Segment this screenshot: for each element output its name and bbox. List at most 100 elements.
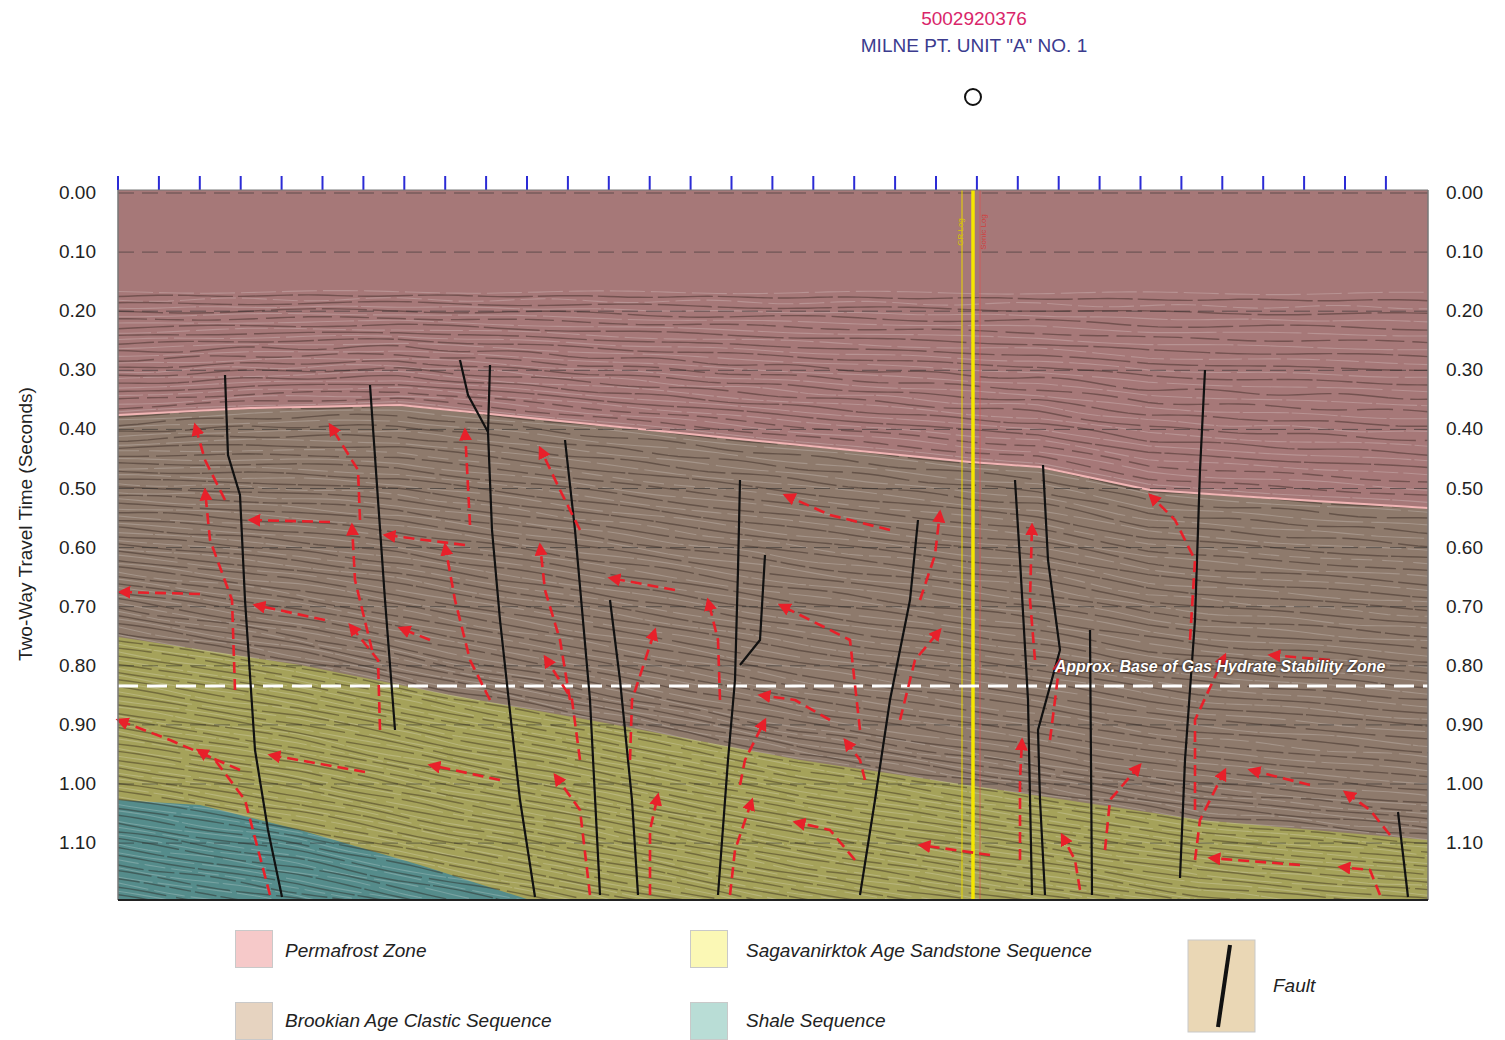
faults: [225, 360, 1408, 897]
shotpoint-tick: [771, 176, 773, 190]
migration-arrow: [205, 490, 235, 690]
seismic-reflector: [118, 855, 1428, 900]
fault-legend-sample: [1188, 940, 1255, 1032]
seismic-reflector: [118, 454, 1428, 571]
seismic-reflector: [118, 797, 1428, 900]
migration-arrow: [900, 630, 940, 720]
seismic-reflector: [118, 799, 1428, 900]
shotpoint-tick: [1017, 176, 1019, 190]
legend-text: Brookian Age Clastic Sequence: [285, 1010, 552, 1032]
fault-line: [718, 480, 740, 895]
well-api-number: 5002920376: [921, 8, 1027, 30]
migration-arrow: [430, 765, 500, 780]
seismic-reflector: [118, 291, 1428, 295]
time-tick-label: 0.40: [1446, 418, 1483, 440]
fault-line: [460, 360, 535, 897]
shotpoint-tick: [240, 176, 242, 190]
seismic-reflector: [118, 644, 1428, 847]
seismic-reflector: [118, 879, 1428, 900]
seismic-reflector: [118, 811, 1428, 900]
hydrate-base-line: [118, 685, 1428, 688]
time-gridline: [118, 429, 1428, 430]
seismic-reflector: [118, 868, 1428, 900]
seismic-reflector: [118, 853, 1428, 900]
migration-arrow: [195, 425, 225, 500]
migration-arrow: [198, 750, 270, 895]
time-gridline: [118, 843, 1428, 844]
migration-arrow: [400, 628, 430, 640]
migration-arrow: [465, 430, 470, 525]
shotpoint-tick: [935, 176, 937, 190]
time-gridlines: [118, 193, 1428, 843]
brookian-fill: [118, 405, 1428, 900]
top-ticks: [118, 176, 1386, 190]
seismic-reflector: [118, 805, 1428, 901]
well-logs: [962, 190, 980, 900]
migration-arrow: [785, 495, 890, 530]
shotpoint-tick: [1344, 176, 1346, 190]
seismic-texture: [118, 291, 1428, 900]
migration-arrow: [330, 425, 360, 520]
time-gridline: [118, 488, 1428, 489]
time-tick-label: 0.10: [1446, 241, 1483, 263]
shotpoint-tick: [853, 176, 855, 190]
migration-arrow: [730, 800, 752, 895]
seismic-reflector: [118, 832, 1428, 900]
migration-arrow: [1250, 770, 1310, 785]
seismic-reflector: [118, 611, 1428, 814]
sagavanirktok-fill: [118, 637, 1428, 900]
permafrost-base: [118, 405, 1428, 508]
migration-arrow: [1340, 867, 1380, 895]
seismic-reflector: [118, 384, 1428, 467]
migration-arrow: [120, 592, 200, 594]
migration-arrow: [445, 545, 490, 700]
shotpoint-tick: [1262, 176, 1264, 190]
shotpoint-tick: [812, 176, 814, 190]
shotpoint-tick: [362, 176, 364, 190]
migration-arrow: [555, 775, 590, 895]
seismic-reflector: [118, 865, 1428, 900]
shotpoint-tick: [526, 176, 528, 190]
time-tick-label: 0.50: [59, 478, 96, 500]
log-label: GR Log: [956, 218, 965, 246]
time-tick-label: 0.20: [59, 300, 96, 322]
time-tick-label: 0.30: [1446, 359, 1483, 381]
migration-arrow: [920, 845, 990, 855]
shotpoint-tick: [690, 176, 692, 190]
seismic-reflector: [118, 883, 1428, 900]
time-tick-label: 0.20: [1446, 300, 1483, 322]
migration-arrow: [1105, 765, 1140, 850]
time-tick-label: 0.00: [59, 182, 96, 204]
shotpoint-tick: [1099, 176, 1101, 190]
seismic-reflector: [118, 346, 1428, 400]
time-gridline: [118, 784, 1428, 785]
seismic-reflector: [118, 773, 1428, 900]
shotpoint-tick: [403, 176, 405, 190]
shotpoint-tick: [649, 176, 651, 190]
legend-swatch: [235, 1002, 273, 1040]
seismic-reflector: [118, 652, 1428, 856]
seismic-reflector: [118, 768, 1428, 900]
seismic-reflector: [118, 633, 1428, 833]
seismic-reflector: [118, 521, 1428, 674]
time-tick-label: 1.10: [1446, 832, 1483, 854]
seismic-reflector: [118, 787, 1428, 900]
seismic-reflector: [118, 599, 1428, 803]
seismic-reflector: [118, 891, 1428, 900]
migration-arrow: [1020, 740, 1022, 860]
fault-line: [1038, 465, 1060, 895]
seismic-reflector: [118, 900, 1428, 901]
migration-arrow: [1195, 655, 1225, 810]
seismic-reflector: [118, 877, 1428, 900]
time-tick-label: 0.70: [59, 596, 96, 618]
seismic-reflector: [118, 513, 1428, 663]
migration-arrow: [795, 822, 855, 860]
seismic-reflector: [118, 821, 1428, 900]
migration-arrow: [540, 448, 580, 530]
shotpoint-tick: [1180, 176, 1182, 190]
log-label: Sonic Log: [979, 214, 988, 250]
time-tick-label: 0.00: [1446, 182, 1483, 204]
migration-arrow: [350, 625, 380, 730]
time-gridline: [118, 724, 1428, 725]
seismic-reflector: [118, 835, 1428, 900]
